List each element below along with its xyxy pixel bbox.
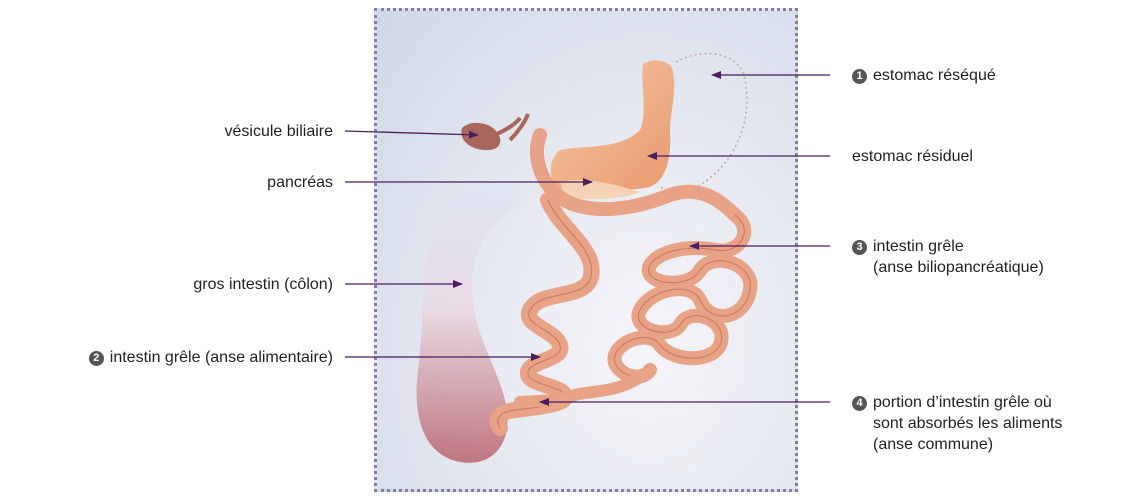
biliopancreatic-coils (614, 215, 750, 377)
number-badge-3: 3 (852, 240, 867, 255)
label-portion-commune: 4 portion d’intestin grêle où sont absorbé… (852, 392, 1062, 455)
label-line: intestin grêle (873, 238, 964, 255)
label-text: estomac réséqué (873, 67, 996, 84)
label-estomac-reseque: 1 estomac réséqué (852, 65, 996, 86)
residual-stomach-shape (551, 61, 675, 193)
bile-duct (495, 114, 528, 140)
label-text: intestin grêle (anse alimentaire) (110, 349, 333, 366)
label-intestin-grele-alimentaire: 2 intestin grêle (anse alimentaire) (89, 347, 333, 368)
label-text: pancréas (267, 174, 333, 191)
label-vesicule-biliaire: vésicule biliaire (225, 121, 334, 142)
leader-arrows (345, 75, 830, 402)
label-line: portion d’intestin grêle où (873, 394, 1052, 411)
label-gros-intestin: gros intestin (côlon) (193, 274, 333, 295)
arrow-vesicule (345, 131, 478, 135)
label-line: (anse biliopancréatique) (873, 259, 1044, 276)
label-line: sont absorbés les aliments (873, 415, 1062, 432)
label-pancreas: pancréas (267, 172, 333, 193)
label-text: gros intestin (côlon) (193, 276, 333, 293)
number-badge-4: 4 (852, 396, 867, 411)
gallbladder-shape (461, 123, 500, 150)
label-intestin-grele-bilio: 3 intestin grêle (anse biliopancréatique) (852, 236, 1044, 278)
label-text: vésicule biliaire (225, 123, 334, 140)
number-badge-1: 1 (852, 69, 867, 84)
label-estomac-residuel: estomac résiduel (852, 146, 973, 167)
label-line: (anse commune) (873, 436, 993, 453)
label-text: estomac résiduel (852, 148, 973, 165)
number-badge-2: 2 (89, 351, 104, 366)
